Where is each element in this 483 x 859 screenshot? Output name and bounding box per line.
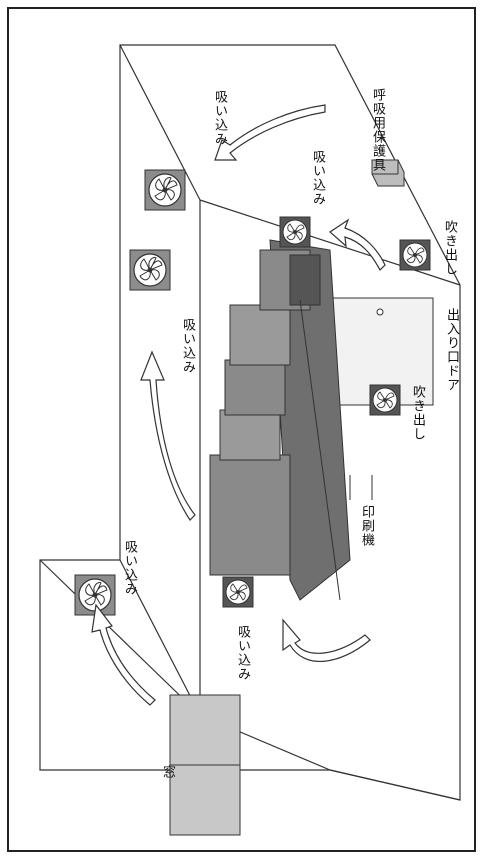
label-suikomi-lower-left: 吸い込み xyxy=(122,540,137,596)
fan-icon-mid xyxy=(129,249,171,291)
label-window: 窓 xyxy=(160,765,175,779)
label-fukidashi-mid: 吹き出し xyxy=(410,385,425,441)
fan-icon-outlet-mid xyxy=(369,384,401,416)
label-suikomi-top-right: 吸い込み xyxy=(212,90,227,146)
label-fukidashi-right: 吹き出し xyxy=(442,220,457,276)
label-printing-machine: 印刷機 xyxy=(359,505,374,547)
respirator-box-icon xyxy=(371,159,405,187)
printer-lines xyxy=(349,475,373,500)
fan-icon-inner-top xyxy=(279,216,311,248)
airflow-arrow-icon xyxy=(91,104,386,706)
fan-icon-inner-bottom xyxy=(222,576,254,608)
label-respirator: 呼吸用保護具 xyxy=(370,88,385,172)
printing-machine xyxy=(209,239,351,601)
window xyxy=(169,694,241,836)
room-box xyxy=(39,44,461,801)
label-suikomi-mid-left: 吸い込み xyxy=(180,318,195,374)
label-suikomi-bottom: 吸い込み xyxy=(235,625,250,681)
door-knob-icon xyxy=(376,308,384,316)
fan-icon-top xyxy=(144,169,186,211)
label-suikomi-inner-top: 吸い込み xyxy=(310,150,325,206)
fan-icon-outlet-right xyxy=(399,239,431,271)
label-entrance-door: 出入り口ドア xyxy=(444,308,459,392)
